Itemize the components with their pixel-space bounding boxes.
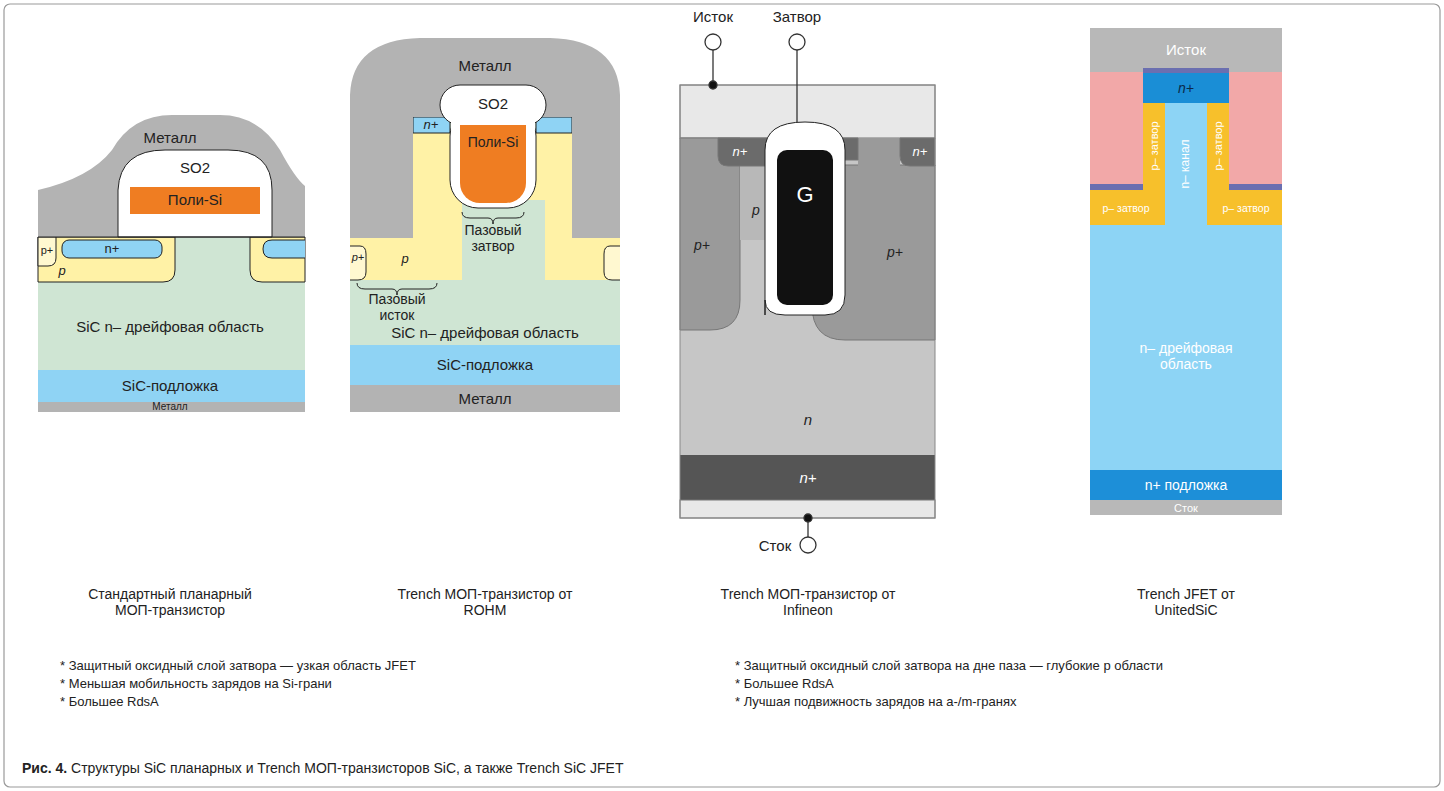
terminal-name: Сток xyxy=(1174,502,1198,515)
region-label: p xyxy=(58,264,65,279)
region-label: Поли-Si xyxy=(168,191,222,208)
region-label: p– затвор xyxy=(1212,121,1225,170)
region-label: n+ xyxy=(799,469,816,486)
region-label: n+ xyxy=(105,242,120,257)
region-label: n+ xyxy=(424,118,439,133)
device-caption: Trench JFET от UnitedSiC xyxy=(1126,586,1246,618)
region-label: SO2 xyxy=(180,159,210,176)
region-label: SiC-подложка xyxy=(122,377,218,394)
figure-caption: Рис. 4. Структуры SiC планарных и Trench… xyxy=(22,760,624,776)
region-label: SiC n– дрейфовая область xyxy=(391,324,579,341)
terminal-name: Затвор xyxy=(773,8,821,25)
terminal-name: Сток xyxy=(759,537,791,554)
region-label: p+ xyxy=(694,237,710,253)
note-text: * Большее RdsA xyxy=(60,695,159,710)
region-label: p– затвор xyxy=(1223,202,1270,214)
region-label: p+ xyxy=(352,251,365,264)
region-label: n+ xyxy=(1178,80,1194,96)
note-text: * Защитный оксидный слой затвора на дне … xyxy=(735,659,1163,674)
region-label: n+ подложка xyxy=(1145,477,1228,493)
region-label: p+ xyxy=(41,244,54,257)
region-label: n– канал xyxy=(1179,139,1193,188)
region-label: Пазовый исток xyxy=(351,291,443,323)
region-label: n xyxy=(804,411,812,428)
terminal-name: Исток xyxy=(1166,41,1206,58)
device-caption: Стандартный планарный МОП-транзистор xyxy=(70,586,270,618)
region-label: Металл xyxy=(458,57,511,74)
region-label: p xyxy=(752,202,760,218)
region-label: p+ xyxy=(887,244,903,260)
device-caption: Trench МОП-транзистор от Infineon xyxy=(713,586,903,618)
region-label: SiC n– дрейфовая область xyxy=(76,318,264,335)
region-label: n+ xyxy=(913,145,928,160)
region-label: p– затвор xyxy=(1103,202,1150,214)
region-label: Поли-Si xyxy=(468,134,519,150)
region-label: Металл xyxy=(458,390,511,407)
terminal-name: Исток xyxy=(693,8,733,25)
region-label: Металл xyxy=(152,401,187,413)
note-text: * Лучшая подвижность зарядов на a-/m-гра… xyxy=(735,695,1017,710)
region-label: n+ xyxy=(733,145,748,160)
region-label: p– затвор xyxy=(1148,121,1161,170)
note-text: * Большее RdsA xyxy=(735,677,834,692)
region-label: G xyxy=(796,182,813,207)
region-label: Металл xyxy=(143,129,196,146)
note-text: * Защитный оксидный слой затвора — узкая… xyxy=(60,659,416,674)
region-label: Пазовый затвор xyxy=(447,222,539,254)
region-label: SiC-подложка xyxy=(437,356,533,373)
region-label: SO2 xyxy=(478,95,508,112)
region-label: p xyxy=(401,252,408,267)
device-caption: Trench МОП-транзистор от ROHM xyxy=(390,586,580,618)
region-label: n– дрейфовая область xyxy=(1126,340,1246,372)
note-text: * Меньшая мобильность зарядов на Si-гран… xyxy=(60,677,332,692)
